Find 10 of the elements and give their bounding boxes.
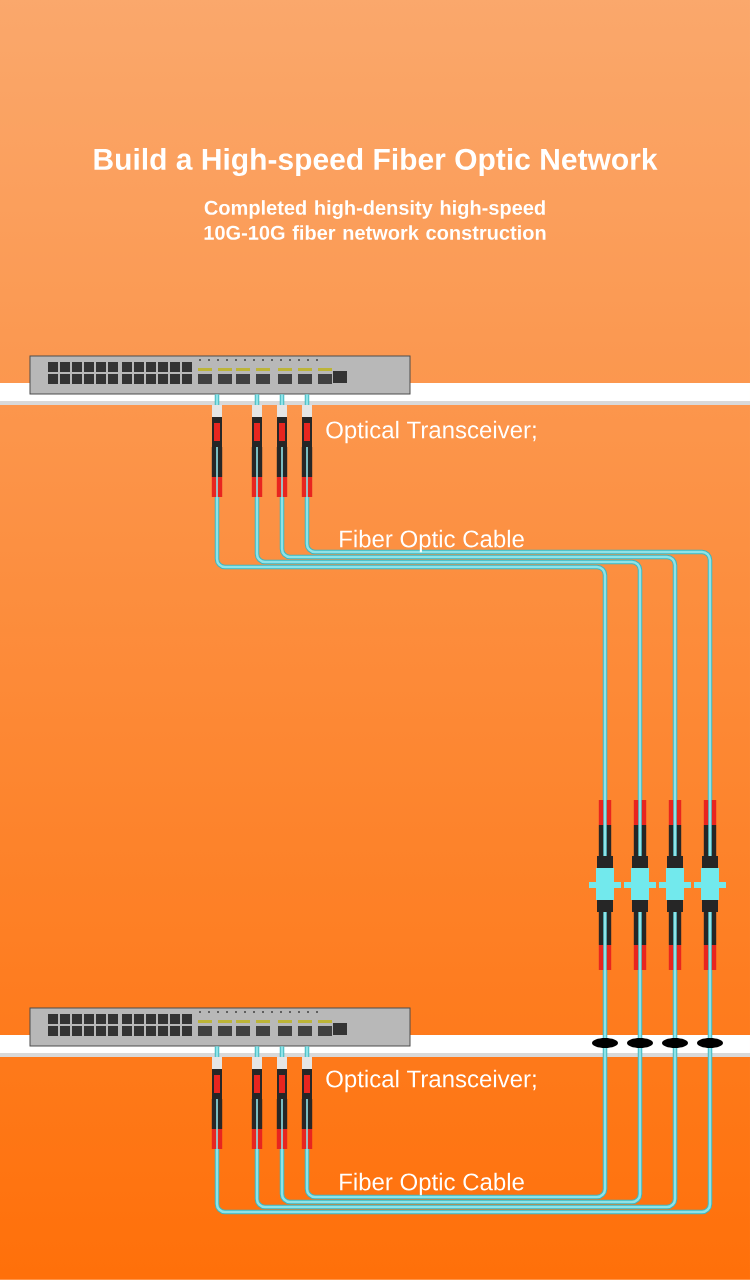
subtitle: Completed high-density high-speed 10G-10G fiber network construction	[204, 200, 546, 240]
title: Build a High-speed Fiber Optic Network	[94, 147, 658, 177]
callout-text: Fiber Optic Cable	[340, 529, 524, 553]
network-switch	[29, 1007, 411, 1047]
callout-text: Optical Transceiver;	[326, 1069, 536, 1093]
fiber-optic-cable	[214, 394, 608, 1200]
fiber-optic-cable	[214, 394, 713, 1215]
callout-text: Optical Transceiver;	[326, 420, 536, 444]
network-switch	[29, 355, 411, 395]
callout-text: Fiber Optic Cable	[340, 1172, 524, 1196]
